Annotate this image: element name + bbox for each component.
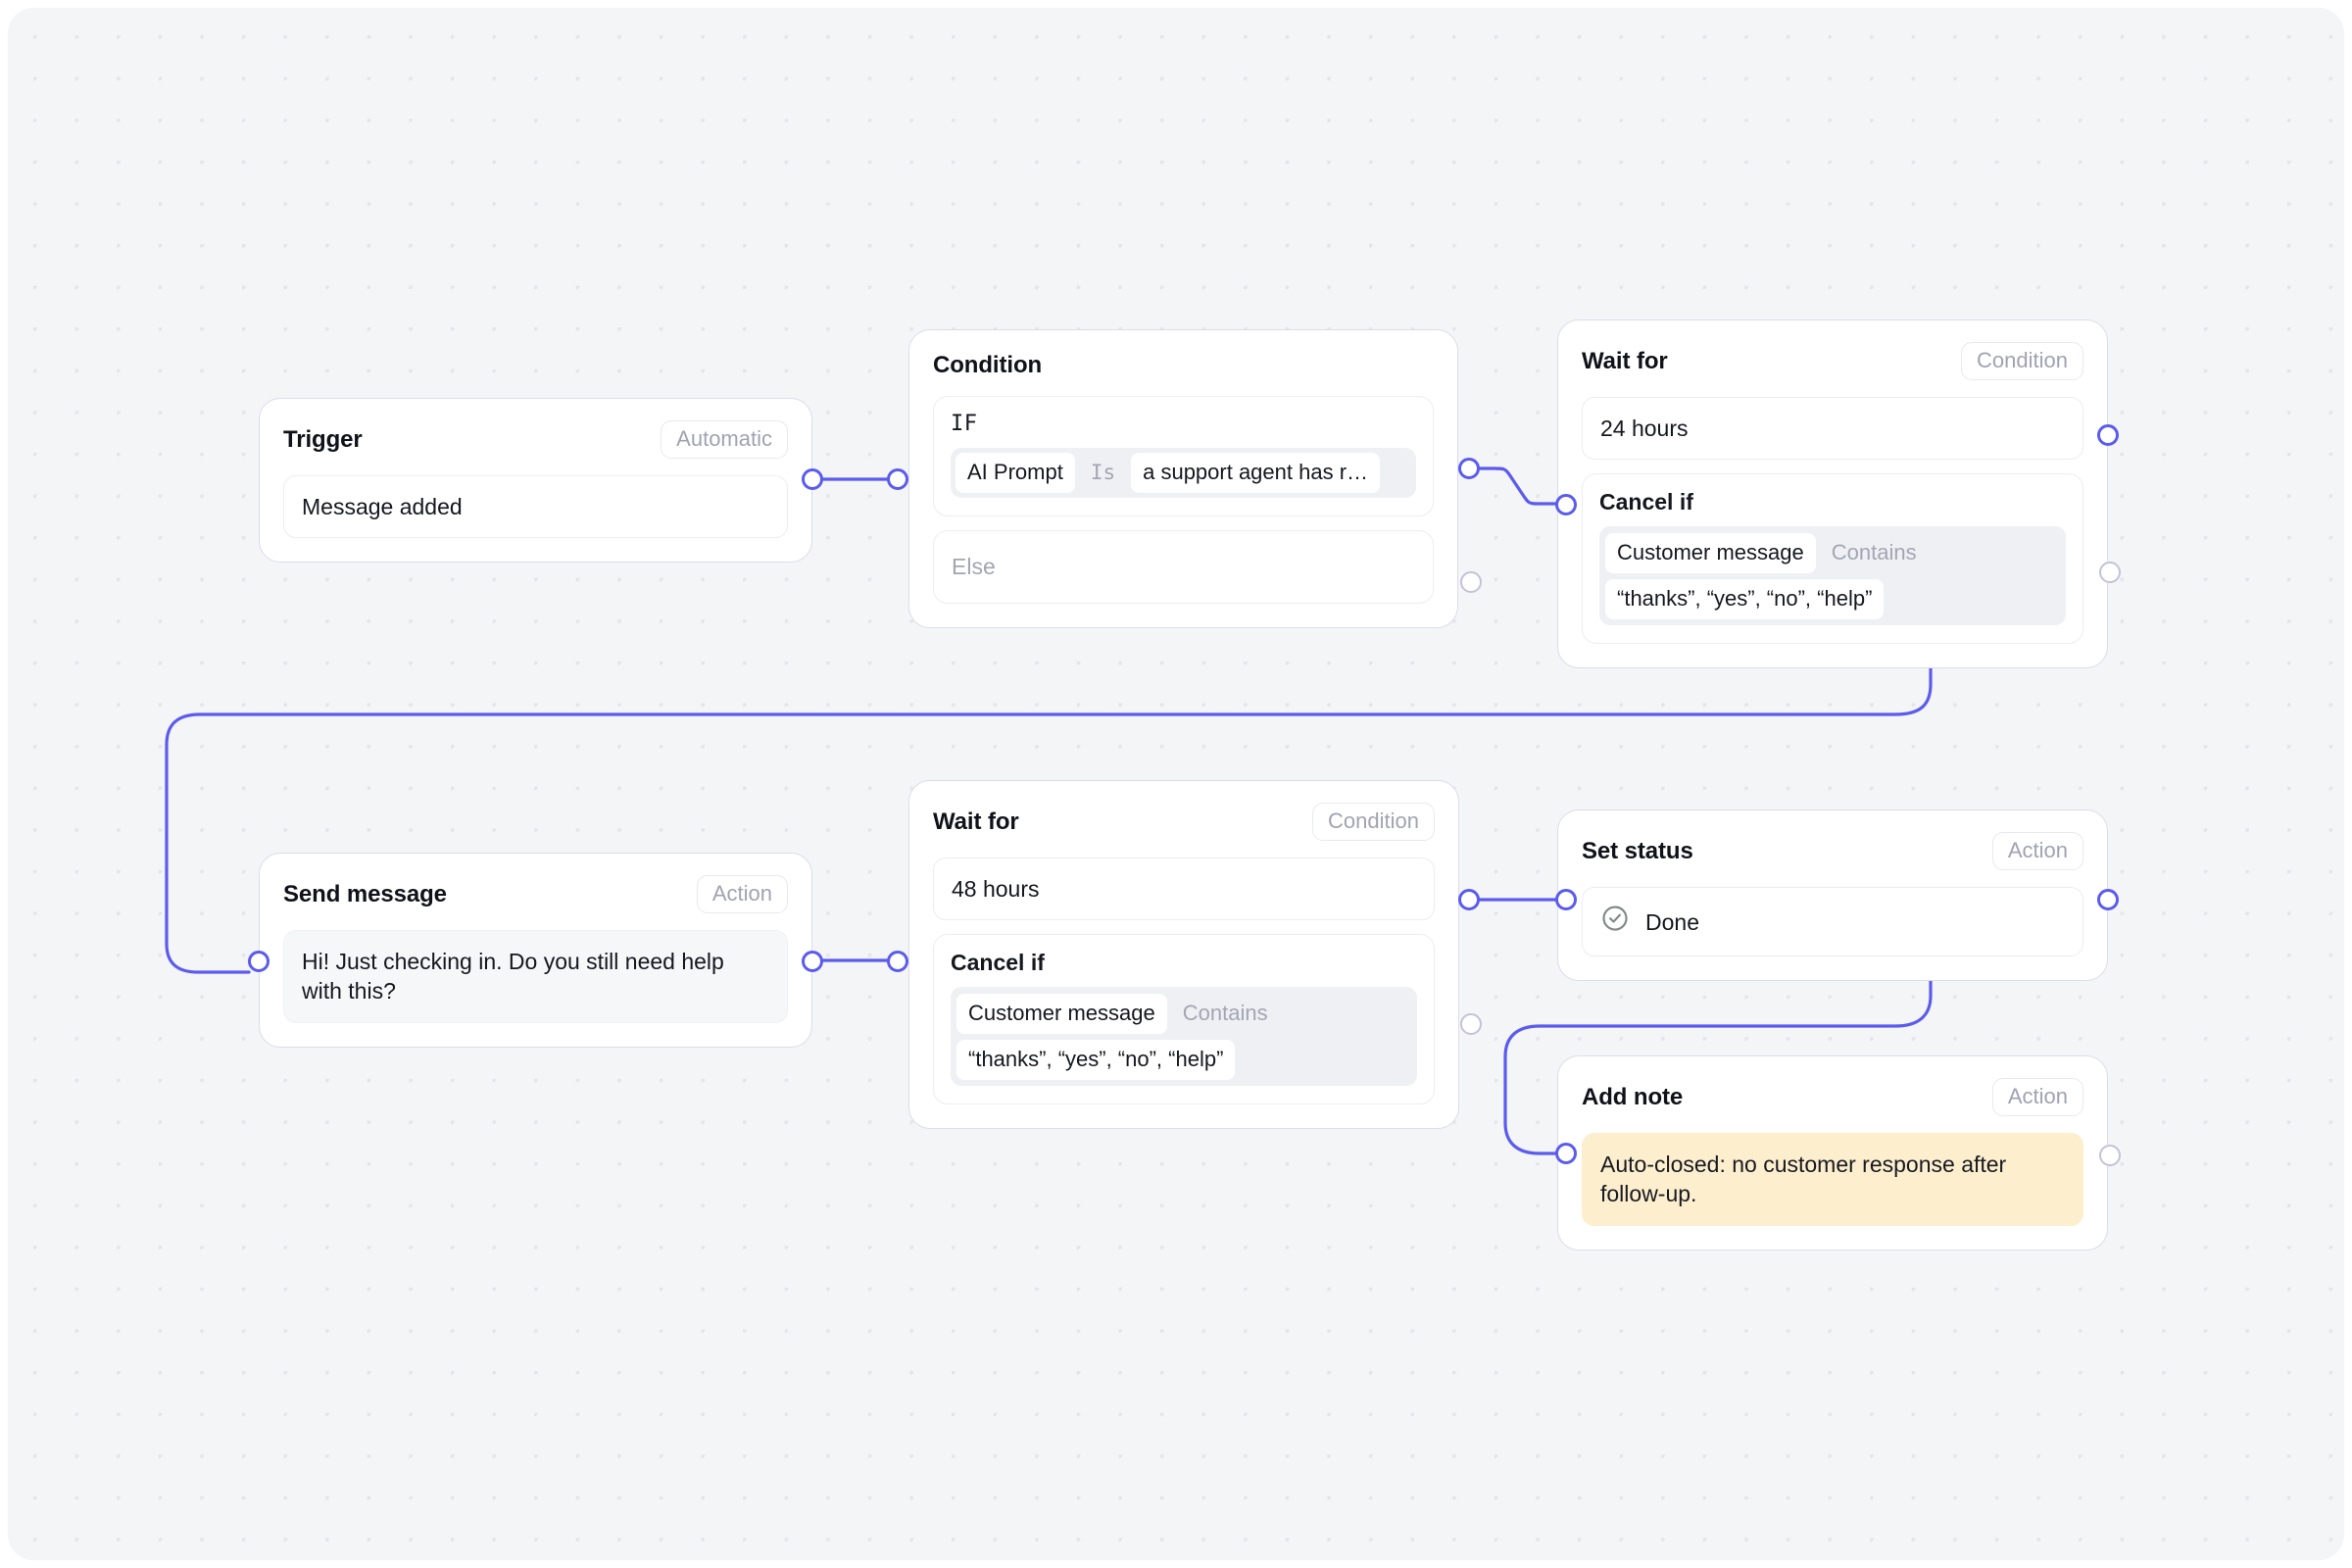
- wait-24h-cancel-subject[interactable]: Customer message: [1605, 533, 1816, 573]
- wait-48h-cancel-value[interactable]: “thanks”, “yes”, “no”, “help”: [956, 1040, 1236, 1080]
- port-send-message-output[interactable]: [802, 951, 823, 972]
- node-add-note[interactable]: Add note Action Auto-closed: no customer…: [1557, 1055, 2108, 1250]
- node-condition-header: Condition: [933, 352, 1434, 379]
- port-wait-24h-cancel-output[interactable]: [2099, 562, 2121, 583]
- node-wait-48h-header: Wait for Condition: [933, 803, 1435, 841]
- port-condition-if-output[interactable]: [1458, 458, 1480, 479]
- condition-if-subject[interactable]: AI Prompt: [956, 453, 1075, 493]
- set-status-value-field[interactable]: Done: [1582, 887, 2083, 957]
- port-wait-48h-input[interactable]: [887, 951, 908, 972]
- condition-if-label: IF: [951, 412, 978, 436]
- node-condition[interactable]: Condition IF AI Prompt Is a support agen…: [908, 329, 1458, 628]
- port-wait-24h-input[interactable]: [1555, 494, 1577, 515]
- wait-48h-cancel-rule[interactable]: Customer message Contains “thanks”, “yes…: [951, 987, 1417, 1086]
- port-send-message-input[interactable]: [248, 951, 270, 972]
- wait-24h-cancel-operator[interactable]: Contains: [1831, 540, 1917, 565]
- condition-if-value[interactable]: a support agent has r…: [1131, 453, 1381, 493]
- node-wait-24h-header: Wait for Condition: [1582, 342, 2083, 380]
- node-add-note-header: Add note Action: [1582, 1078, 2083, 1116]
- node-trigger-title: Trigger: [283, 425, 363, 453]
- condition-if-rule[interactable]: AI Prompt Is a support agent has r…: [951, 448, 1416, 498]
- wait-48h-cancel-operator[interactable]: Contains: [1182, 1001, 1268, 1026]
- port-wait-48h-output[interactable]: [1458, 889, 1480, 910]
- wait-48h-cancel-group[interactable]: Cancel if Customer message Contains “tha…: [933, 934, 1435, 1104]
- node-wait-24h[interactable]: Wait for Condition 24 hours Cancel if Cu…: [1557, 319, 2108, 668]
- condition-if-operator[interactable]: Is: [1090, 461, 1116, 485]
- port-wait-24h-output[interactable]: [2097, 424, 2119, 446]
- port-add-note-input[interactable]: [1555, 1143, 1577, 1164]
- node-set-status-header: Set status Action: [1582, 832, 2083, 870]
- port-condition-else-output[interactable]: [1460, 571, 1482, 593]
- node-trigger-header: Trigger Automatic: [283, 420, 788, 459]
- wait-24h-cancel-group[interactable]: Cancel if Customer message Contains “tha…: [1582, 473, 2083, 644]
- wait-24h-cancel-value[interactable]: “thanks”, “yes”, “no”, “help”: [1605, 579, 1885, 619]
- port-condition-input[interactable]: [887, 468, 908, 490]
- wire-condition-to-wait24: [1467, 466, 1568, 506]
- wait-24h-cancel-label: Cancel if: [1599, 489, 1693, 515]
- node-trigger-badge: Automatic: [661, 420, 788, 459]
- wait-24h-cancel-rule[interactable]: Customer message Contains “thanks”, “yes…: [1599, 526, 2066, 625]
- node-set-status-badge: Action: [1991, 832, 2083, 870]
- set-status-label: Done: [1645, 908, 1699, 935]
- port-add-note-output[interactable]: [2099, 1145, 2121, 1166]
- node-wait-24h-title: Wait for: [1582, 347, 1668, 374]
- node-wait-48h[interactable]: Wait for Condition 48 hours Cancel if Cu…: [908, 780, 1459, 1129]
- port-wait-48h-cancel-output[interactable]: [1460, 1013, 1482, 1035]
- check-circle-icon: [1600, 904, 1630, 940]
- node-wait-48h-badge: Condition: [1312, 803, 1435, 841]
- port-set-status-output[interactable]: [2097, 889, 2119, 910]
- node-send-message[interactable]: Send message Action Hi! Just checking in…: [259, 853, 812, 1048]
- node-wait-24h-badge: Condition: [1961, 342, 2083, 380]
- trigger-event-field[interactable]: Message added: [283, 475, 788, 539]
- wait-48h-cancel-subject[interactable]: Customer message: [956, 994, 1167, 1034]
- send-message-body-field[interactable]: Hi! Just checking in. Do you still need …: [283, 930, 788, 1023]
- wait-48h-duration-field[interactable]: 48 hours: [933, 858, 1435, 921]
- node-add-note-title: Add note: [1582, 1083, 1684, 1110]
- add-note-body-field[interactable]: Auto-closed: no customer response after …: [1582, 1133, 2083, 1226]
- wait-48h-cancel-label: Cancel if: [951, 950, 1045, 976]
- port-set-status-input[interactable]: [1555, 889, 1577, 910]
- node-wait-48h-title: Wait for: [933, 808, 1019, 835]
- workflow-canvas[interactable]: Trigger Automatic Message added Conditio…: [8, 8, 2344, 1560]
- node-send-message-title: Send message: [283, 880, 447, 907]
- condition-if-branch[interactable]: IF AI Prompt Is a support agent has r…: [933, 396, 1434, 516]
- node-trigger[interactable]: Trigger Automatic Message added: [259, 398, 812, 564]
- condition-else-branch[interactable]: Else: [933, 529, 1434, 604]
- node-add-note-badge: Action: [1991, 1078, 2083, 1116]
- wait-24h-duration-field[interactable]: 24 hours: [1582, 397, 2083, 461]
- port-trigger-output[interactable]: [802, 468, 823, 490]
- node-set-status[interactable]: Set status Action Done: [1557, 809, 2108, 982]
- node-send-message-header: Send message Action: [283, 875, 788, 913]
- node-send-message-badge: Action: [696, 875, 788, 913]
- node-set-status-title: Set status: [1582, 837, 1693, 864]
- node-condition-title: Condition: [933, 352, 1043, 378]
